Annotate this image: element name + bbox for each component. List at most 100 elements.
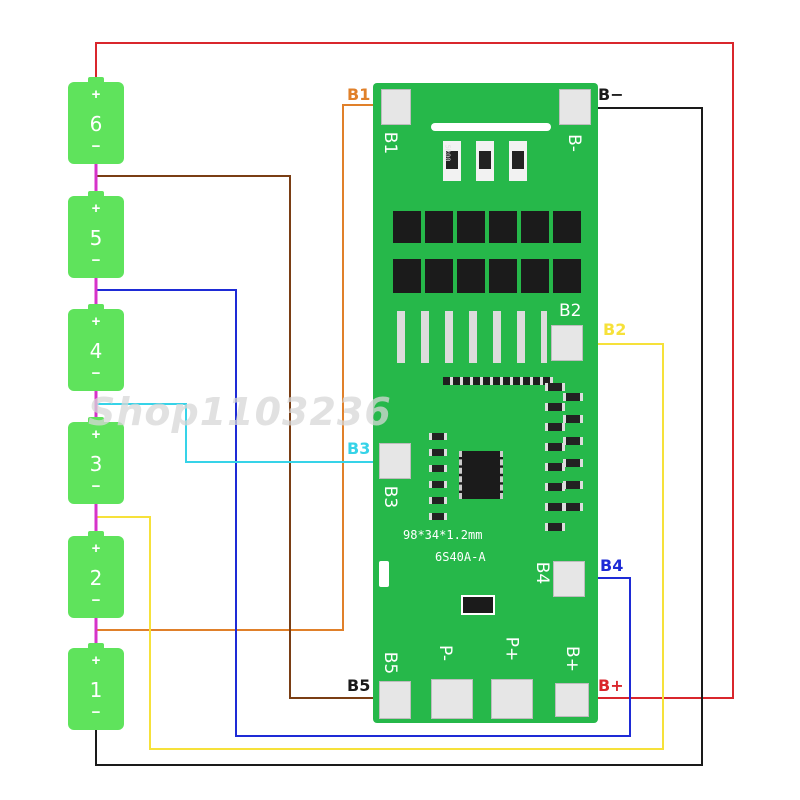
smd-resistor: [563, 459, 583, 467]
connector-holes: [379, 561, 389, 587]
smd-resistor: [545, 503, 565, 511]
protection-ic: [459, 451, 503, 499]
mosfet: [393, 259, 421, 293]
shunt-resistor: [476, 141, 494, 181]
mosfet: [425, 211, 453, 243]
smd-resistor: [429, 449, 447, 456]
smd-resistor: [563, 437, 583, 445]
pad-b2: [551, 325, 583, 361]
silk-bplus: B+: [561, 646, 582, 672]
watermark: Shop1103236: [88, 390, 392, 434]
battery-cell-2: + 2 −: [68, 531, 124, 618]
battery-cell-1: + 1 −: [68, 643, 124, 730]
mosfet: [425, 259, 453, 293]
mosfet: [521, 259, 549, 293]
smd-resistor: [563, 503, 583, 511]
cell-number: 4: [89, 339, 103, 363]
cell-plus-label: +: [91, 540, 101, 557]
smd-resistor: [545, 403, 565, 411]
cell-minus-label: −: [91, 704, 101, 721]
shunt-resistor: [443, 141, 461, 181]
wire-red-bplus: [95, 42, 734, 699]
pad-b3: [379, 443, 411, 479]
wire-brown-b5: [96, 175, 383, 699]
silk-b3: B3: [380, 485, 401, 509]
cell-plus-label: +: [91, 426, 101, 443]
pad-b1: [381, 89, 411, 125]
diode: [461, 595, 495, 615]
cell-minus-label: −: [91, 592, 101, 609]
smd-resistor: [563, 415, 583, 423]
label-b1: B1: [347, 85, 371, 104]
mosfet: [393, 211, 421, 243]
smd-resistor: [545, 443, 565, 451]
silk-b1: B1: [380, 131, 401, 155]
label-b2: B2: [603, 320, 627, 339]
pad-pminus: [431, 679, 473, 719]
cell-number: 1: [89, 678, 103, 702]
cell-plus-label: +: [91, 86, 101, 103]
smd-resistor: [429, 497, 447, 504]
label-b3: B3: [347, 439, 371, 458]
cell-number: 3: [89, 452, 103, 476]
silk-pplus: P+: [501, 636, 522, 662]
silk-pminus: P-: [435, 644, 456, 662]
silk-bar: [431, 123, 551, 131]
smd-resistor: [545, 383, 565, 391]
wire-yellow-b2: [96, 343, 664, 750]
label-b5: B5: [347, 676, 371, 695]
pad-bplus: [555, 683, 589, 717]
mosfet: [489, 211, 517, 243]
mosfet: [553, 259, 581, 293]
battery-cell-3: + 3 −: [68, 417, 124, 504]
mosfet: [489, 259, 517, 293]
smd-resistor: [545, 483, 565, 491]
smd-resistor: [563, 481, 583, 489]
smd-resistor: [429, 433, 447, 440]
wire-orange-b1: [96, 104, 383, 631]
cell-minus-label: −: [91, 365, 101, 382]
label-b4: B4: [600, 556, 624, 575]
wire-black-bminus: [95, 107, 703, 766]
silk-b4: B4: [532, 561, 553, 585]
wire-blue-b4: [96, 289, 631, 737]
silk-b5: B5: [380, 651, 401, 675]
pad-pplus: [491, 679, 533, 719]
pad-b4: [553, 561, 585, 597]
mosfet: [457, 211, 485, 243]
resistor-code: 5R00: [443, 144, 452, 162]
mosfet: [457, 259, 485, 293]
cell-minus-label: −: [91, 138, 101, 155]
cell-plus-label: +: [91, 313, 101, 330]
smd-resistor: [429, 481, 447, 488]
cell-number: 2: [89, 566, 103, 590]
smd-resistor: [545, 463, 565, 471]
cell-minus-label: −: [91, 252, 101, 269]
pad-bminus: [559, 89, 591, 125]
copper-fingers: [397, 311, 547, 363]
cell-minus-label: −: [91, 478, 101, 495]
pad-b5: [379, 681, 411, 719]
board-model: 6S40A-A: [435, 550, 486, 564]
smd-resistor: [429, 465, 447, 472]
battery-cell-6: + 6 −: [68, 77, 124, 164]
mosfet: [553, 211, 581, 243]
cell-number: 6: [89, 112, 103, 136]
smd-row: [443, 377, 553, 385]
wire-cyan-b3: [96, 403, 383, 463]
silk-bminus: B-: [563, 134, 584, 152]
board-dimensions: 98*34*1.2mm: [403, 528, 483, 542]
cell-number: 5: [89, 226, 103, 250]
label-bminus: B−: [598, 85, 624, 104]
smd-resistor: [563, 393, 583, 401]
battery-cell-4: + 4 −: [68, 304, 124, 391]
cell-plus-label: +: [91, 200, 101, 217]
battery-cell-5: + 5 −: [68, 191, 124, 278]
bms-pcb-board: B1 B- 5R00 B2: [373, 83, 598, 723]
smd-resistor: [545, 523, 565, 531]
cell-plus-label: +: [91, 652, 101, 669]
mosfet: [521, 211, 549, 243]
silk-b2: B2: [559, 301, 582, 321]
